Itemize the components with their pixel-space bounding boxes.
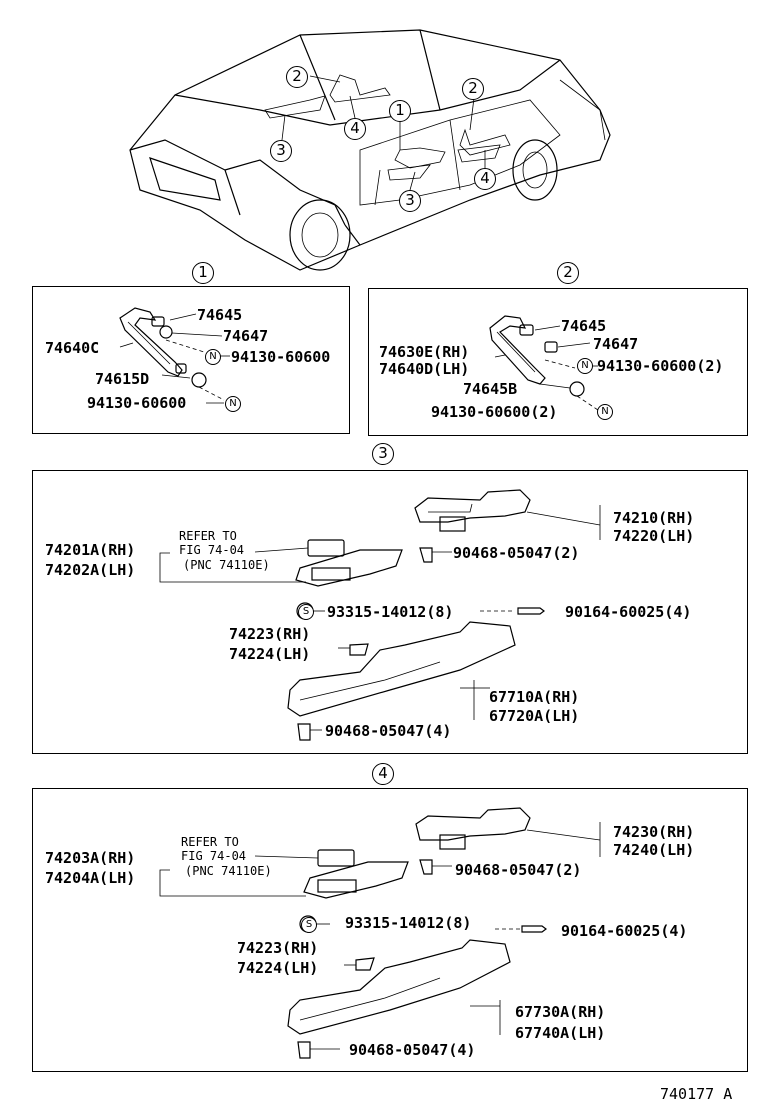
section2-callout: 2 (557, 262, 579, 284)
part-74220: 74220(LH) (613, 527, 695, 545)
fig-ref-label: FIG 74-04 (181, 849, 247, 863)
overview-callout-1: 1 (389, 100, 411, 122)
part-74201a: 74201A(RH) (45, 541, 136, 559)
nut-tag-a: N (205, 349, 221, 365)
part-74240: 74240(LH) (613, 841, 695, 859)
part-74223: 74223(RH) (229, 625, 311, 643)
part-94130-60600-2-b: 94130-60600(2) (431, 403, 558, 421)
section2-art (489, 315, 599, 411)
part-74630e: 74630E(RH) (379, 343, 470, 361)
section4-box: REFER TO FIG 74-04 (PNC 74110E) 74203A(R… (32, 788, 748, 1072)
part-94130-60600-2-a: 94130-60600(2) (597, 357, 724, 375)
part-74203a: 74203A(RH) (45, 849, 136, 867)
nut-tag-b: N (225, 396, 241, 412)
fig-ref-label: FIG 74-04 (179, 543, 245, 557)
part-74647: 74647 (223, 327, 269, 345)
part-74223: 74223(RH) (237, 939, 319, 957)
part-74640d: 74640D(LH) (379, 360, 470, 378)
car-illustration (129, 29, 611, 271)
pnc-label: (PNC 74110E) (183, 558, 270, 572)
part-74224: 74224(LH) (237, 959, 319, 977)
overview-callout-4a: 4 (344, 118, 366, 140)
part-74230: 74230(RH) (613, 823, 695, 841)
part-67740a: 67740A(LH) (515, 1024, 606, 1042)
part-90164-60025-4: 90164-60025(4) (561, 922, 688, 940)
part-74647: 74647 (593, 335, 639, 353)
overview-callout-4b: 4 (474, 168, 496, 190)
refer-to-label: REFER TO (181, 835, 239, 849)
overview-callout-3a: 3 (270, 140, 292, 162)
part-67730a: 67730A(RH) (515, 1003, 606, 1021)
part-74645b: 74645B (463, 380, 518, 398)
section2-box: 74645 74647 74630E(RH) 74640D(LH) N 9413… (368, 288, 748, 436)
part-93315-14012-8: 93315-14012(8) (345, 914, 472, 932)
part-90468-05047-2: 90468-05047(2) (455, 861, 582, 879)
overview-callout-2a: 2 (286, 66, 308, 88)
part-67710a: 67710A(RH) (489, 688, 580, 706)
part-74224: 74224(LH) (229, 645, 311, 663)
part-74204a: 74204A(LH) (45, 869, 136, 887)
part-93315-14012-8: 93315-14012(8) (327, 603, 454, 621)
part-74645: 74645 (197, 306, 243, 324)
overview-callout-3b: 3 (399, 190, 421, 212)
part-94130-60600-b: 94130-60600 (87, 394, 187, 412)
section4-art (159, 807, 601, 1059)
part-74640c: 74640C (45, 339, 100, 357)
nut-tag-b: N (597, 404, 613, 420)
screw-tag: S (298, 604, 314, 620)
section4-callout: 4 (372, 763, 394, 785)
diagram-code: 740177 A (660, 1085, 733, 1103)
part-67720a: 67720A(LH) (489, 707, 580, 725)
overview-callout-2b: 2 (462, 78, 484, 100)
nut-tag-a: N (577, 358, 593, 374)
section1-callout: 1 (192, 262, 214, 284)
pnc-label: (PNC 74110E) (185, 864, 272, 878)
part-74202a: 74202A(LH) (45, 561, 136, 579)
part-74615d: 74615D (95, 370, 150, 388)
part-74645: 74645 (561, 317, 607, 335)
refer-to-label: REFER TO (179, 529, 237, 543)
part-90468-05047-2: 90468-05047(2) (453, 544, 580, 562)
part-94130-60600-a: 94130-60600 (231, 348, 331, 366)
part-90468-05047-4: 90468-05047(4) (325, 722, 452, 740)
screw-tag: S (301, 917, 317, 933)
section1-box: 74645 74647 74640C N 94130-60600 74615D … (32, 286, 350, 434)
section1-art (119, 307, 230, 404)
part-74210: 74210(RH) (613, 509, 695, 527)
section3-callout: 3 (372, 443, 394, 465)
part-90164-60025-4: 90164-60025(4) (565, 603, 692, 621)
part-90468-05047-4: 90468-05047(4) (349, 1041, 476, 1059)
section3-box: REFER TO FIG 74-04 (PNC 74110E) 74201A(R… (32, 470, 748, 754)
